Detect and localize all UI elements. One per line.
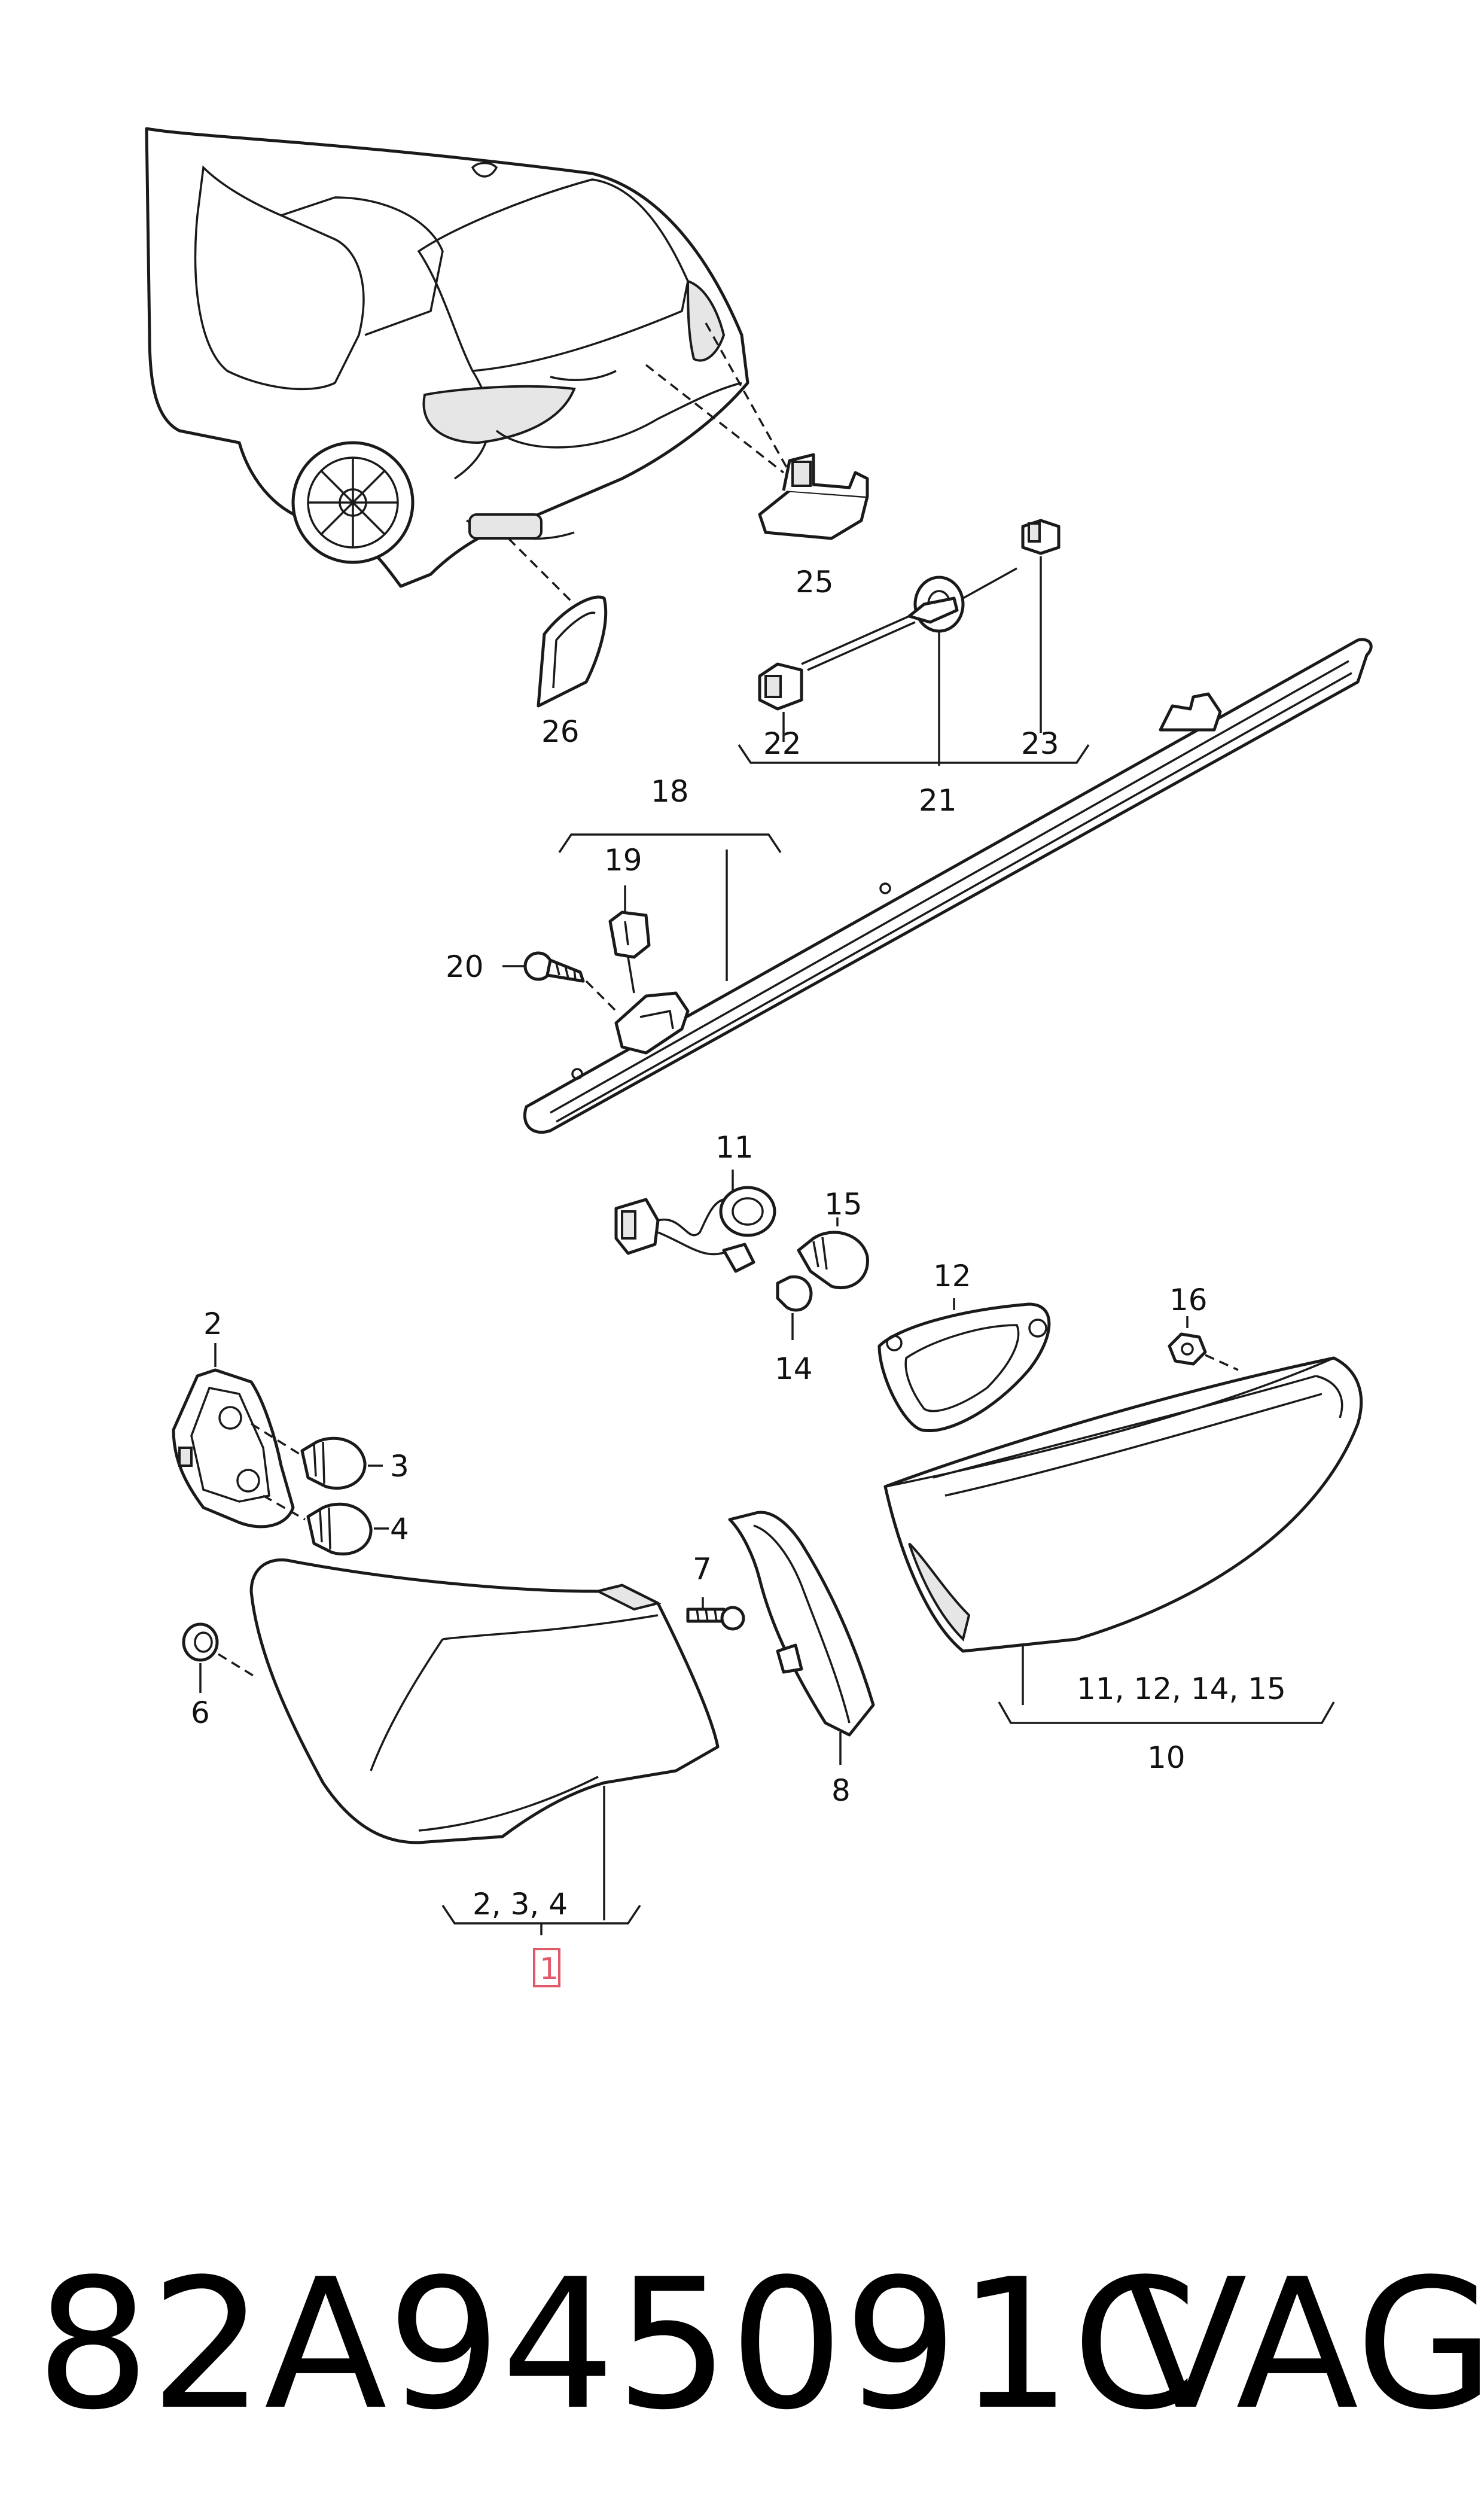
bulb-holder-2: [172, 1368, 295, 1529]
label-part-12: 12: [933, 1259, 971, 1293]
label-part-11: 11: [715, 1130, 754, 1165]
bulb-3: [300, 1436, 367, 1490]
bracket-10: [998, 1701, 1335, 1724]
bulb-holder-11: [614, 1186, 776, 1273]
leader-3b: [251, 1423, 300, 1455]
plate-lamp-25: [758, 453, 869, 540]
label-part-19: 19: [604, 843, 642, 878]
leader-16b: [1205, 1354, 1239, 1371]
label-part-23: 23: [1021, 726, 1059, 761]
screw-7: [686, 1606, 745, 1631]
label-part-15: 15: [824, 1187, 863, 1222]
clip-19: [608, 911, 651, 959]
highlight-part-1: [533, 1948, 560, 1987]
bracket-21: [738, 744, 1090, 764]
leader-20b: [585, 980, 617, 1012]
label-group-1: 2, 3, 4: [473, 1887, 568, 1922]
label-group-10: 11, 12, 14, 15: [1077, 1671, 1286, 1706]
brake-light-18: [523, 638, 1373, 1134]
wiring-harness-21: [801, 567, 1017, 671]
part-number-footer: 82A945091C VAG: [36, 2237, 1484, 2453]
label-part-21: 21: [919, 783, 957, 818]
inner-tail-light-10: [883, 1356, 1363, 1653]
bulb-14: [776, 1275, 813, 1312]
label-part-25: 25: [796, 565, 834, 599]
connector-23: [1021, 519, 1061, 555]
part-number: 82A945091C: [36, 2240, 1197, 2449]
label-part-20: 20: [446, 949, 484, 984]
leader-4b: [263, 1494, 306, 1521]
bulb-15: [797, 1231, 869, 1290]
label-part-8: 8: [831, 1773, 851, 1808]
screw-20: [523, 951, 585, 983]
label-part-3: 3: [390, 1449, 409, 1484]
label-part-14: 14: [775, 1351, 813, 1386]
label-part-22: 22: [763, 726, 802, 761]
gasket-12: [877, 1302, 1051, 1432]
outer-tail-light-1: [249, 1558, 720, 1844]
grommet-6: [182, 1622, 219, 1662]
car-illustration: [145, 127, 749, 588]
label-part-18: 18: [651, 774, 689, 809]
nut-16: [1168, 1332, 1207, 1366]
leader-25a: [645, 364, 785, 474]
bracket-8: [728, 1511, 875, 1737]
leader-26: [507, 537, 575, 605]
brand-name: VAG: [1125, 2240, 1484, 2449]
leader-6b: [218, 1653, 258, 1679]
bracket-18: [558, 833, 782, 853]
label-part-4: 4: [390, 1512, 409, 1546]
reflector-26: [537, 595, 608, 708]
label-part-16: 16: [1169, 1283, 1208, 1317]
bulb-4: [306, 1502, 373, 1556]
leader-25b: [705, 322, 791, 473]
leader-19b: [627, 957, 635, 994]
label-part-6: 6: [191, 1695, 210, 1730]
label-part-2: 2: [203, 1307, 223, 1341]
label-part-10: 10: [1147, 1740, 1186, 1775]
label-part-1: 1: [540, 1951, 559, 1986]
connector-22: [758, 662, 803, 711]
label-part-26: 26: [541, 714, 580, 749]
label-part-7: 7: [693, 1552, 712, 1587]
